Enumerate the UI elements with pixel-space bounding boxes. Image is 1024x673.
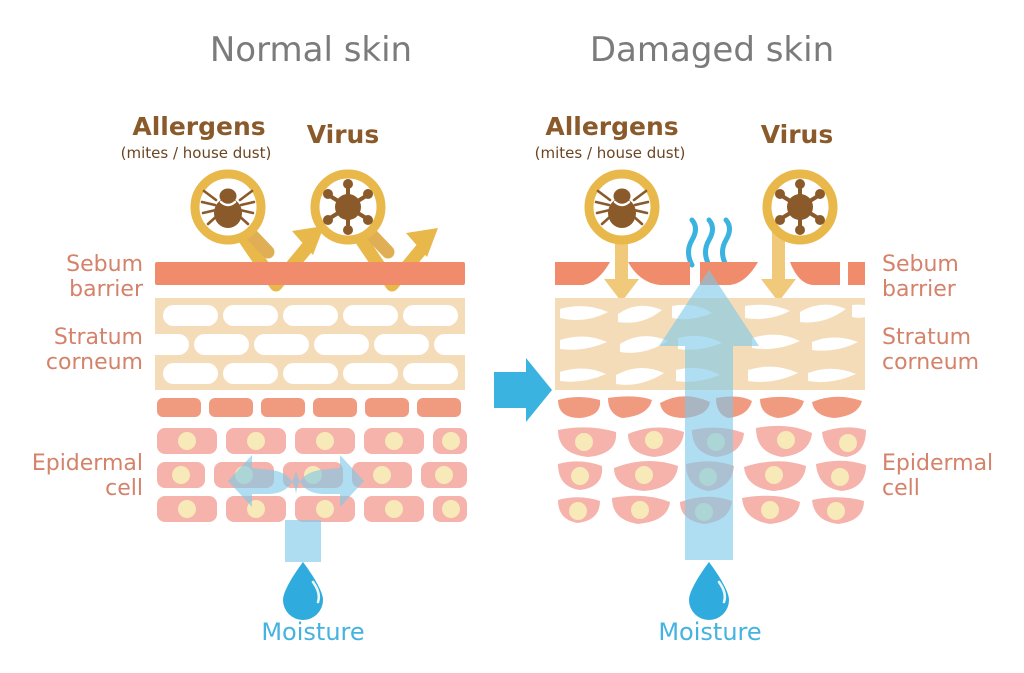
panel-normal-skin: Allergens (mites / house dust) Virus [32,112,467,646]
allergens-label-damaged: Allergens [545,112,678,141]
sebum-barrier-damaged [555,262,865,285]
epidermal-label-damaged-line1: Epidermal [882,451,993,476]
moisture-escape-arrow-damaged [659,270,759,560]
panel-title-normal: Normal skin [210,30,412,70]
moisture-spread-arrow-normal [228,455,364,562]
moisture-label-damaged: Moisture [658,618,761,646]
sebum-label-normal-line2: barrier [69,277,144,302]
sebum-barrier-normal [155,262,465,285]
epidermal-label-damaged-line2: cell [882,476,920,501]
transition-arrow [494,358,552,422]
epidermal-label-normal-line2: cell [105,476,143,501]
mite-icon [200,188,256,228]
panel-damaged-skin: Allergens (mites / house dust) Virus [535,112,994,646]
virus-magnifier-normal [310,169,395,259]
virus-magnifier-damaged [762,169,838,245]
stratum-label-damaged-line1: Stratum [882,325,971,350]
virus-label-damaged: Virus [761,120,834,149]
allergen-magnifier-normal [190,169,275,259]
water-drop-normal [283,562,323,620]
allergens-label-normal: Allergens [132,112,265,141]
water-drop-damaged [689,562,729,620]
moisture-label-normal: Moisture [261,618,364,646]
allergens-sublabel-damaged: (mites / house dust) [535,144,686,162]
virus-label-normal: Virus [307,120,380,149]
sebum-label-normal-line1: Sebum [66,252,143,277]
virus-icon [323,179,373,235]
evaporation-waves-icon [686,217,732,268]
sebum-label-damaged-line2: barrier [882,277,957,302]
epidermal-cell-row [157,428,467,454]
panel-title-damaged: Damaged skin [590,30,834,70]
virus-icon [775,179,825,235]
epidermal-cell-row [157,496,467,522]
stratum-corneum-bricks-normal [155,305,465,384]
stratum-label-normal-line2: corneum [46,350,143,375]
epidermal-label-normal-line1: Epidermal [32,451,143,476]
stratum-label-normal-line1: Stratum [54,325,143,350]
mite-icon [594,188,650,228]
allergen-magnifier-damaged [584,169,660,245]
allergens-sublabel-normal: (mites / house dust) [121,144,272,162]
stratum-label-damaged-line2: corneum [882,350,979,375]
sebum-label-damaged-line1: Sebum [882,252,959,277]
